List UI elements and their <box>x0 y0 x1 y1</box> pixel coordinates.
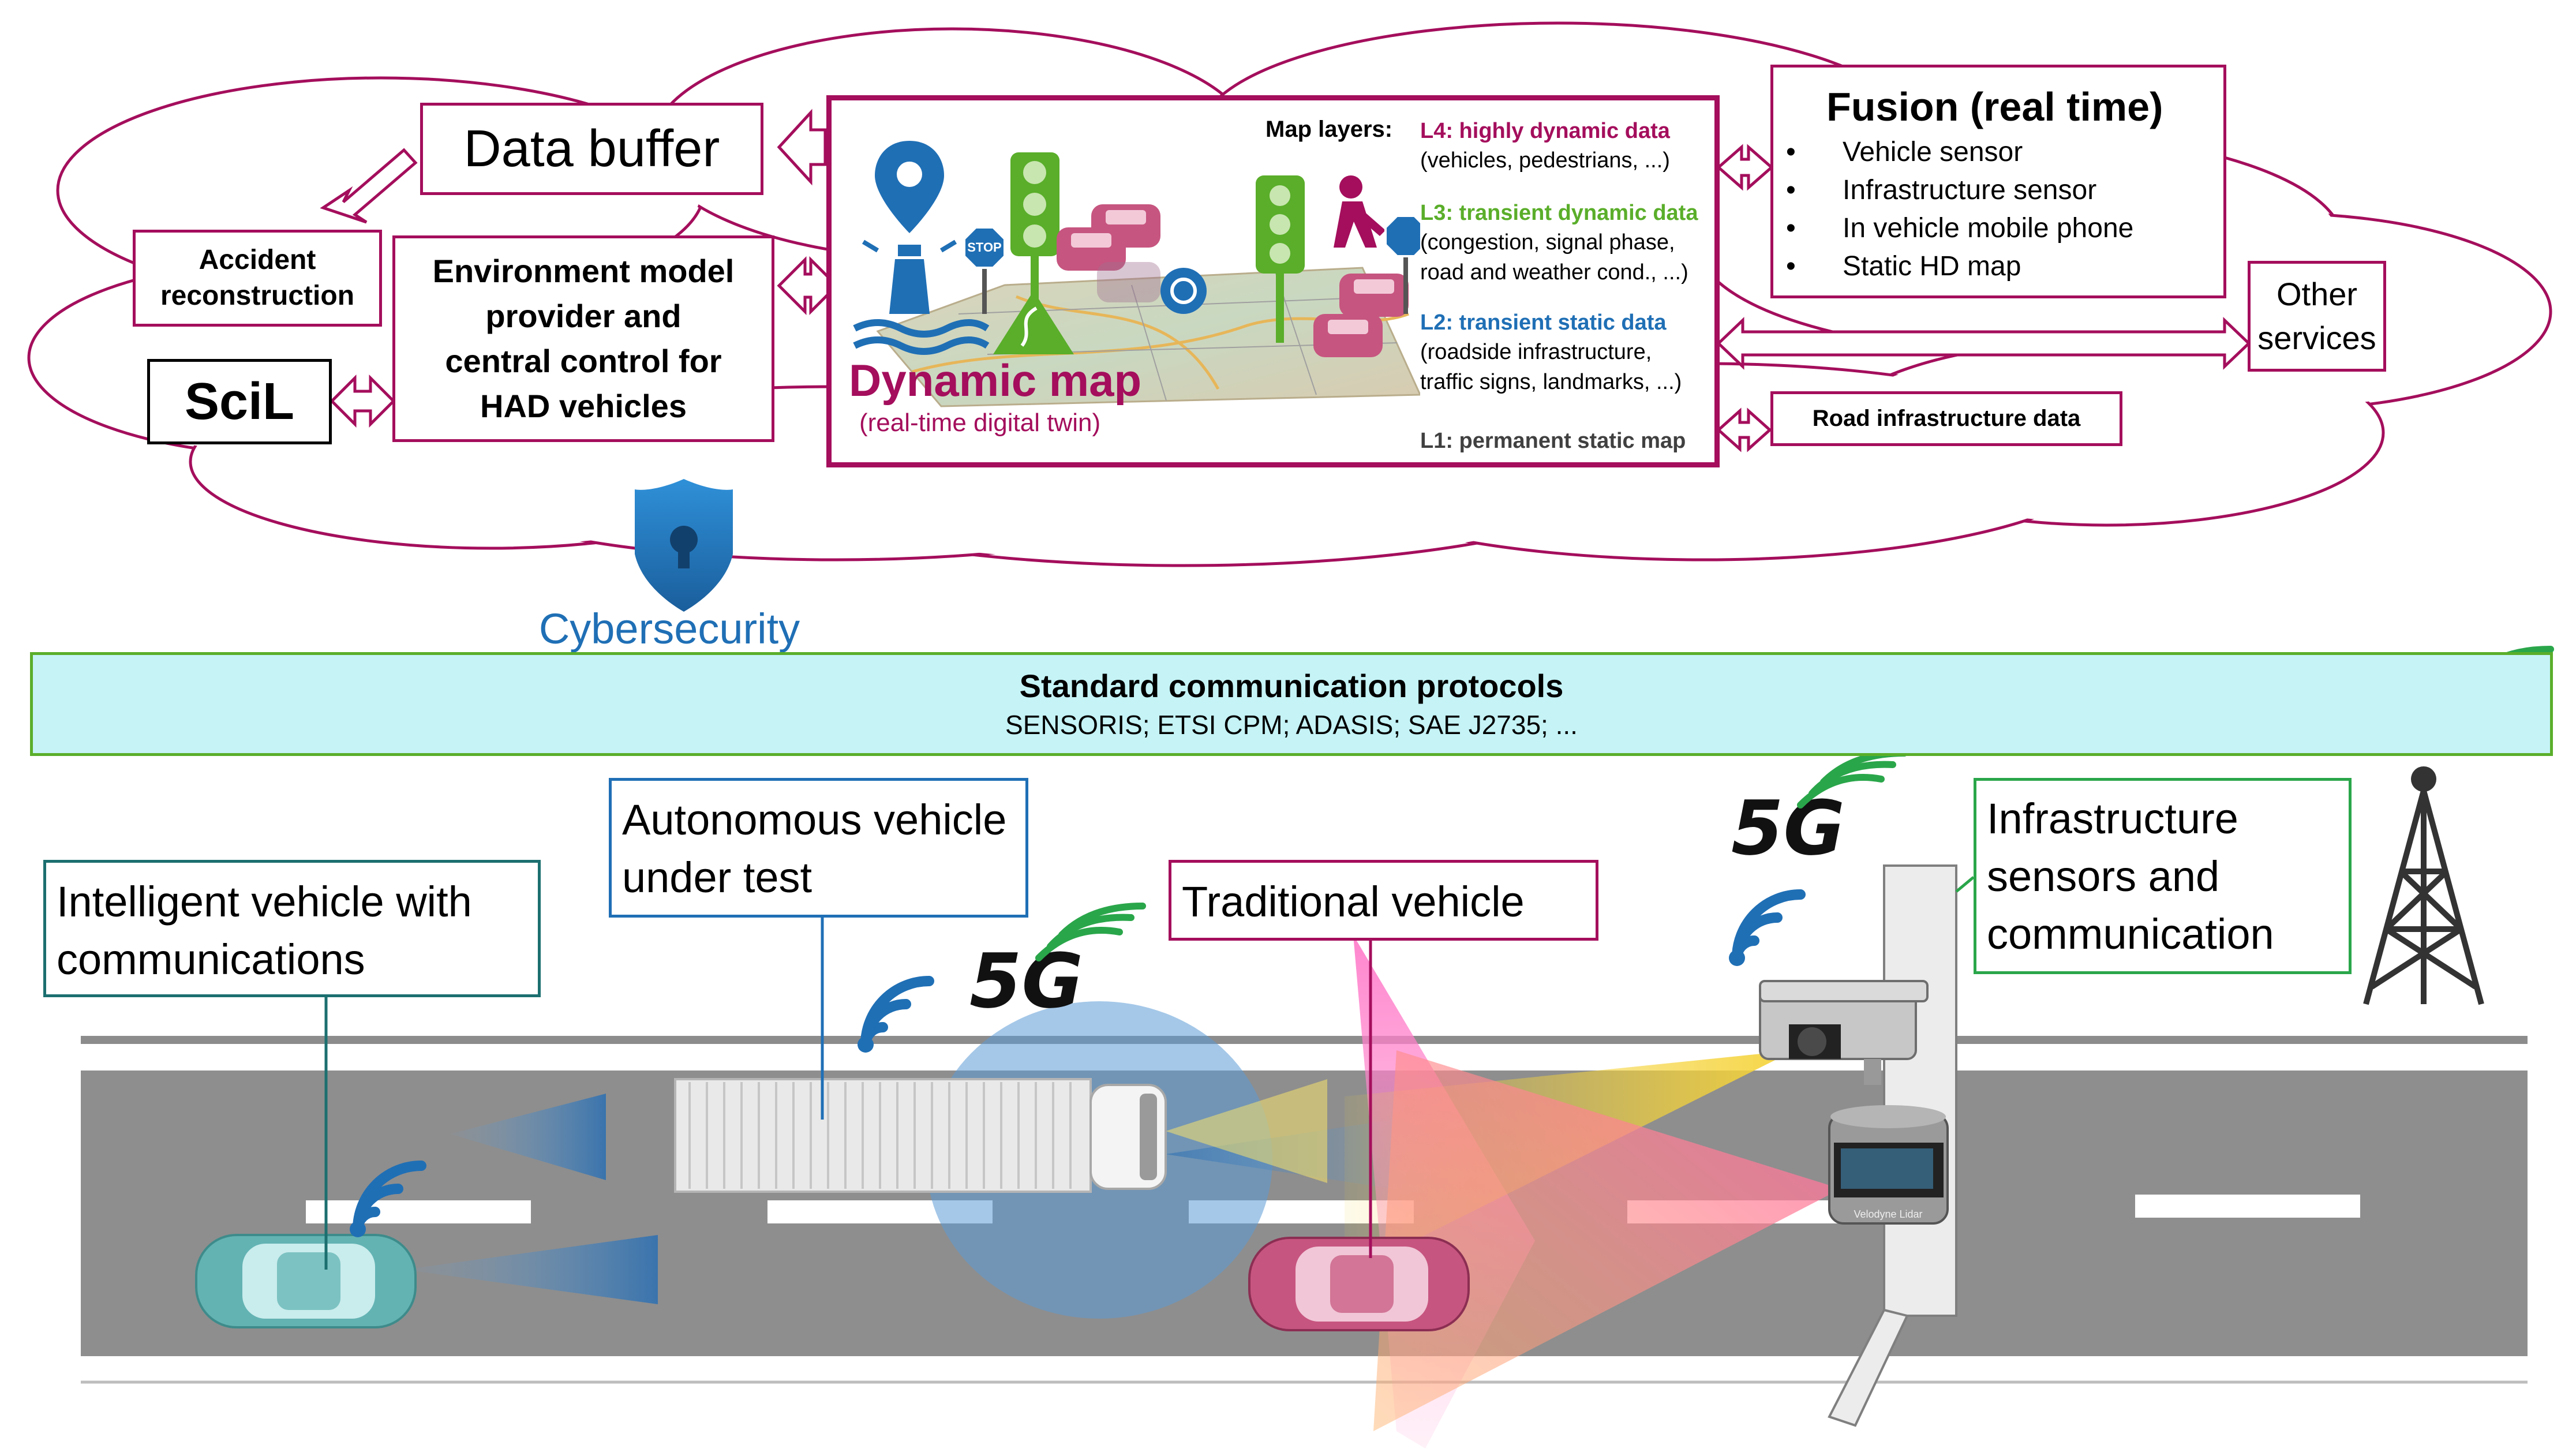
layer-l2-line1: (roadside infrastructure, <box>1420 340 1652 364</box>
infrastructure-pole <box>1828 864 1957 1427</box>
stop-sign-icon-left: STOP <box>963 226 1006 314</box>
scil-label: SciL <box>184 372 295 431</box>
environment-model-line1: Environment model <box>432 253 735 289</box>
infrastructure-line2: sensors and <box>1987 852 2220 900</box>
camera-icon <box>1759 980 1929 1085</box>
traditional-vehicle-car <box>1248 1237 1470 1331</box>
roundabout-sign-icon <box>1160 268 1207 314</box>
dynamic-map-subtitle: (real-time digital twin) <box>859 409 1101 437</box>
five-g-text-truck: 5G <box>969 937 1083 1025</box>
layer-l3: L3: transient dynamic data (congestion, … <box>1420 199 1726 287</box>
cybersecurity-label: Cybersecurity <box>539 605 800 653</box>
traditional-vehicle-line1: Traditional vehicle <box>1182 878 1525 926</box>
other-services-line2: services <box>2257 320 2376 356</box>
layer-l2-line2: traffic signs, landmarks, ...) <box>1420 370 1682 394</box>
other-services-line1: Other <box>2276 276 2358 312</box>
five-g-logo-infra: 5G <box>1731 750 1908 872</box>
lighthouse-icon <box>853 239 990 355</box>
slippery-road-sign-icon <box>993 291 1074 354</box>
intelligent-vehicle-rear-beam <box>450 1094 606 1180</box>
lidar-beam <box>1373 1050 1841 1431</box>
pedestrian-icon <box>1334 175 1386 248</box>
protocol-bar: Standard communication protocols SENSORI… <box>30 652 2553 756</box>
traditional-vehicle-label-box: Traditional vehicle <box>1169 860 1598 941</box>
environment-model-line4: HAD vehicles <box>480 388 687 424</box>
dynamic-map-title: Dynamic map <box>849 355 1142 406</box>
environment-model-box: Environment model provider and central c… <box>392 235 774 442</box>
lidar-icon: Velodyne Lidar <box>1828 1105 1949 1225</box>
intelligent-vehicle-label-box: Intelligent vehicle with communications <box>43 860 541 997</box>
scil-box: SciL <box>147 359 332 444</box>
road-infrastructure-data-label: Road infrastructure data <box>1812 406 2081 431</box>
map-layers-label: Map layers: <box>1265 117 1393 142</box>
wifi-dot-infrastructure <box>1729 950 1745 966</box>
data-buffer-box: Data buffer <box>420 103 763 195</box>
layer-l3-line1: (congestion, signal phase, <box>1420 230 1675 254</box>
autonomous-vehicle-label-box: Autonomous vehicle under test <box>609 778 1028 918</box>
fusion-item-vehicle-sensor: Vehicle sensor <box>1773 133 2223 171</box>
infrastructure-leader <box>1955 876 1975 893</box>
autonomous-vehicle-line2: under test <box>622 854 813 901</box>
layer-l2-heading: L2: transient static data <box>1420 310 1667 335</box>
infrastructure-line3: communication <box>1987 910 2274 958</box>
map-illustration: STOP <box>853 141 1420 407</box>
infrastructure-line1: Infrastructure <box>1987 795 2238 843</box>
intelligent-vehicle-front-beam <box>404 1235 658 1304</box>
layer-l3-heading: L3: transient dynamic data <box>1420 201 1698 225</box>
location-pin-icon <box>875 141 944 233</box>
autonomous-vehicle-line1: Autonomous vehicle <box>622 796 1007 844</box>
fusion-title: Fusion (real time) <box>1826 84 2163 129</box>
lidar-brand-text: Velodyne Lidar <box>1854 1208 1922 1220</box>
data-buffer-label: Data buffer <box>463 119 720 178</box>
autonomous-truck <box>674 1078 1167 1193</box>
wifi-icon-infrastructure <box>1732 889 1806 963</box>
protocol-bar-title: Standard communication protocols <box>1019 668 1564 704</box>
intelligent-vehicle-car <box>195 1234 417 1328</box>
layer-l4: L4: highly dynamic data (vehicles, pedes… <box>1420 117 1720 175</box>
environment-model-line3: central control for <box>445 343 722 379</box>
intelligent-vehicle-line1: Intelligent vehicle with <box>57 878 472 926</box>
fusion-item-static-hd-map: Static HD map <box>1773 248 2223 286</box>
layer-l4-heading: L4: highly dynamic data <box>1420 119 1670 143</box>
layer-l4-line1: (vehicles, pedestrians, ...) <box>1420 148 1670 173</box>
wifi-dot-truck <box>858 1036 874 1053</box>
accident-reconstruction-line1: Accident <box>199 245 316 275</box>
layer-l1-heading: L1: permanent static map <box>1420 429 1686 453</box>
intelligent-vehicle-line2: communications <box>57 935 365 983</box>
cell-tower-icon <box>2363 766 2484 1005</box>
wifi-icon-truck <box>860 976 934 1050</box>
layer-l2: L2: transient static data (roadside infr… <box>1420 308 1726 397</box>
environment-model-line2: provider and <box>485 298 682 334</box>
truck-yellow-beam <box>1166 1079 1327 1183</box>
stop-sign-text-left: STOP <box>967 240 1002 254</box>
accident-reconstruction-box: Accident reconstruction <box>133 230 382 327</box>
protocol-bar-subtitle: SENSORIS; ETSI CPM; ADASIS; SAE J2735; .… <box>1005 710 1578 740</box>
layer-l3-line2: road and weather cond., ...) <box>1420 260 1688 285</box>
stop-sign-icon-right <box>1384 215 1420 314</box>
five-g-logo-truck: 5G <box>969 903 1146 1025</box>
fusion-item-mobile-phone: In vehicle mobile phone <box>1773 209 2223 248</box>
traffic-light-icon-right <box>1256 175 1305 343</box>
dynamic-map-panel: STOP <box>826 95 1720 467</box>
road-infrastructure-data-box: Road infrastructure data <box>1770 391 2122 446</box>
wifi-dot-intelligent <box>350 1221 366 1237</box>
infrastructure-label-box: Infrastructure sensors and communication <box>1974 778 2352 974</box>
five-g-text-infra: 5G <box>1731 784 1845 872</box>
fusion-box: Fusion (real time) Vehicle sensor Infras… <box>1770 65 2226 298</box>
fusion-list: Vehicle sensor Infrastructure sensor In … <box>1773 133 2223 286</box>
accident-reconstruction-line2: reconstruction <box>160 280 355 311</box>
cybersecurity-shield-icon <box>635 479 733 612</box>
other-services-box: Other services <box>2248 261 2386 372</box>
fusion-item-infrastructure-sensor: Infrastructure sensor <box>1773 171 2223 209</box>
